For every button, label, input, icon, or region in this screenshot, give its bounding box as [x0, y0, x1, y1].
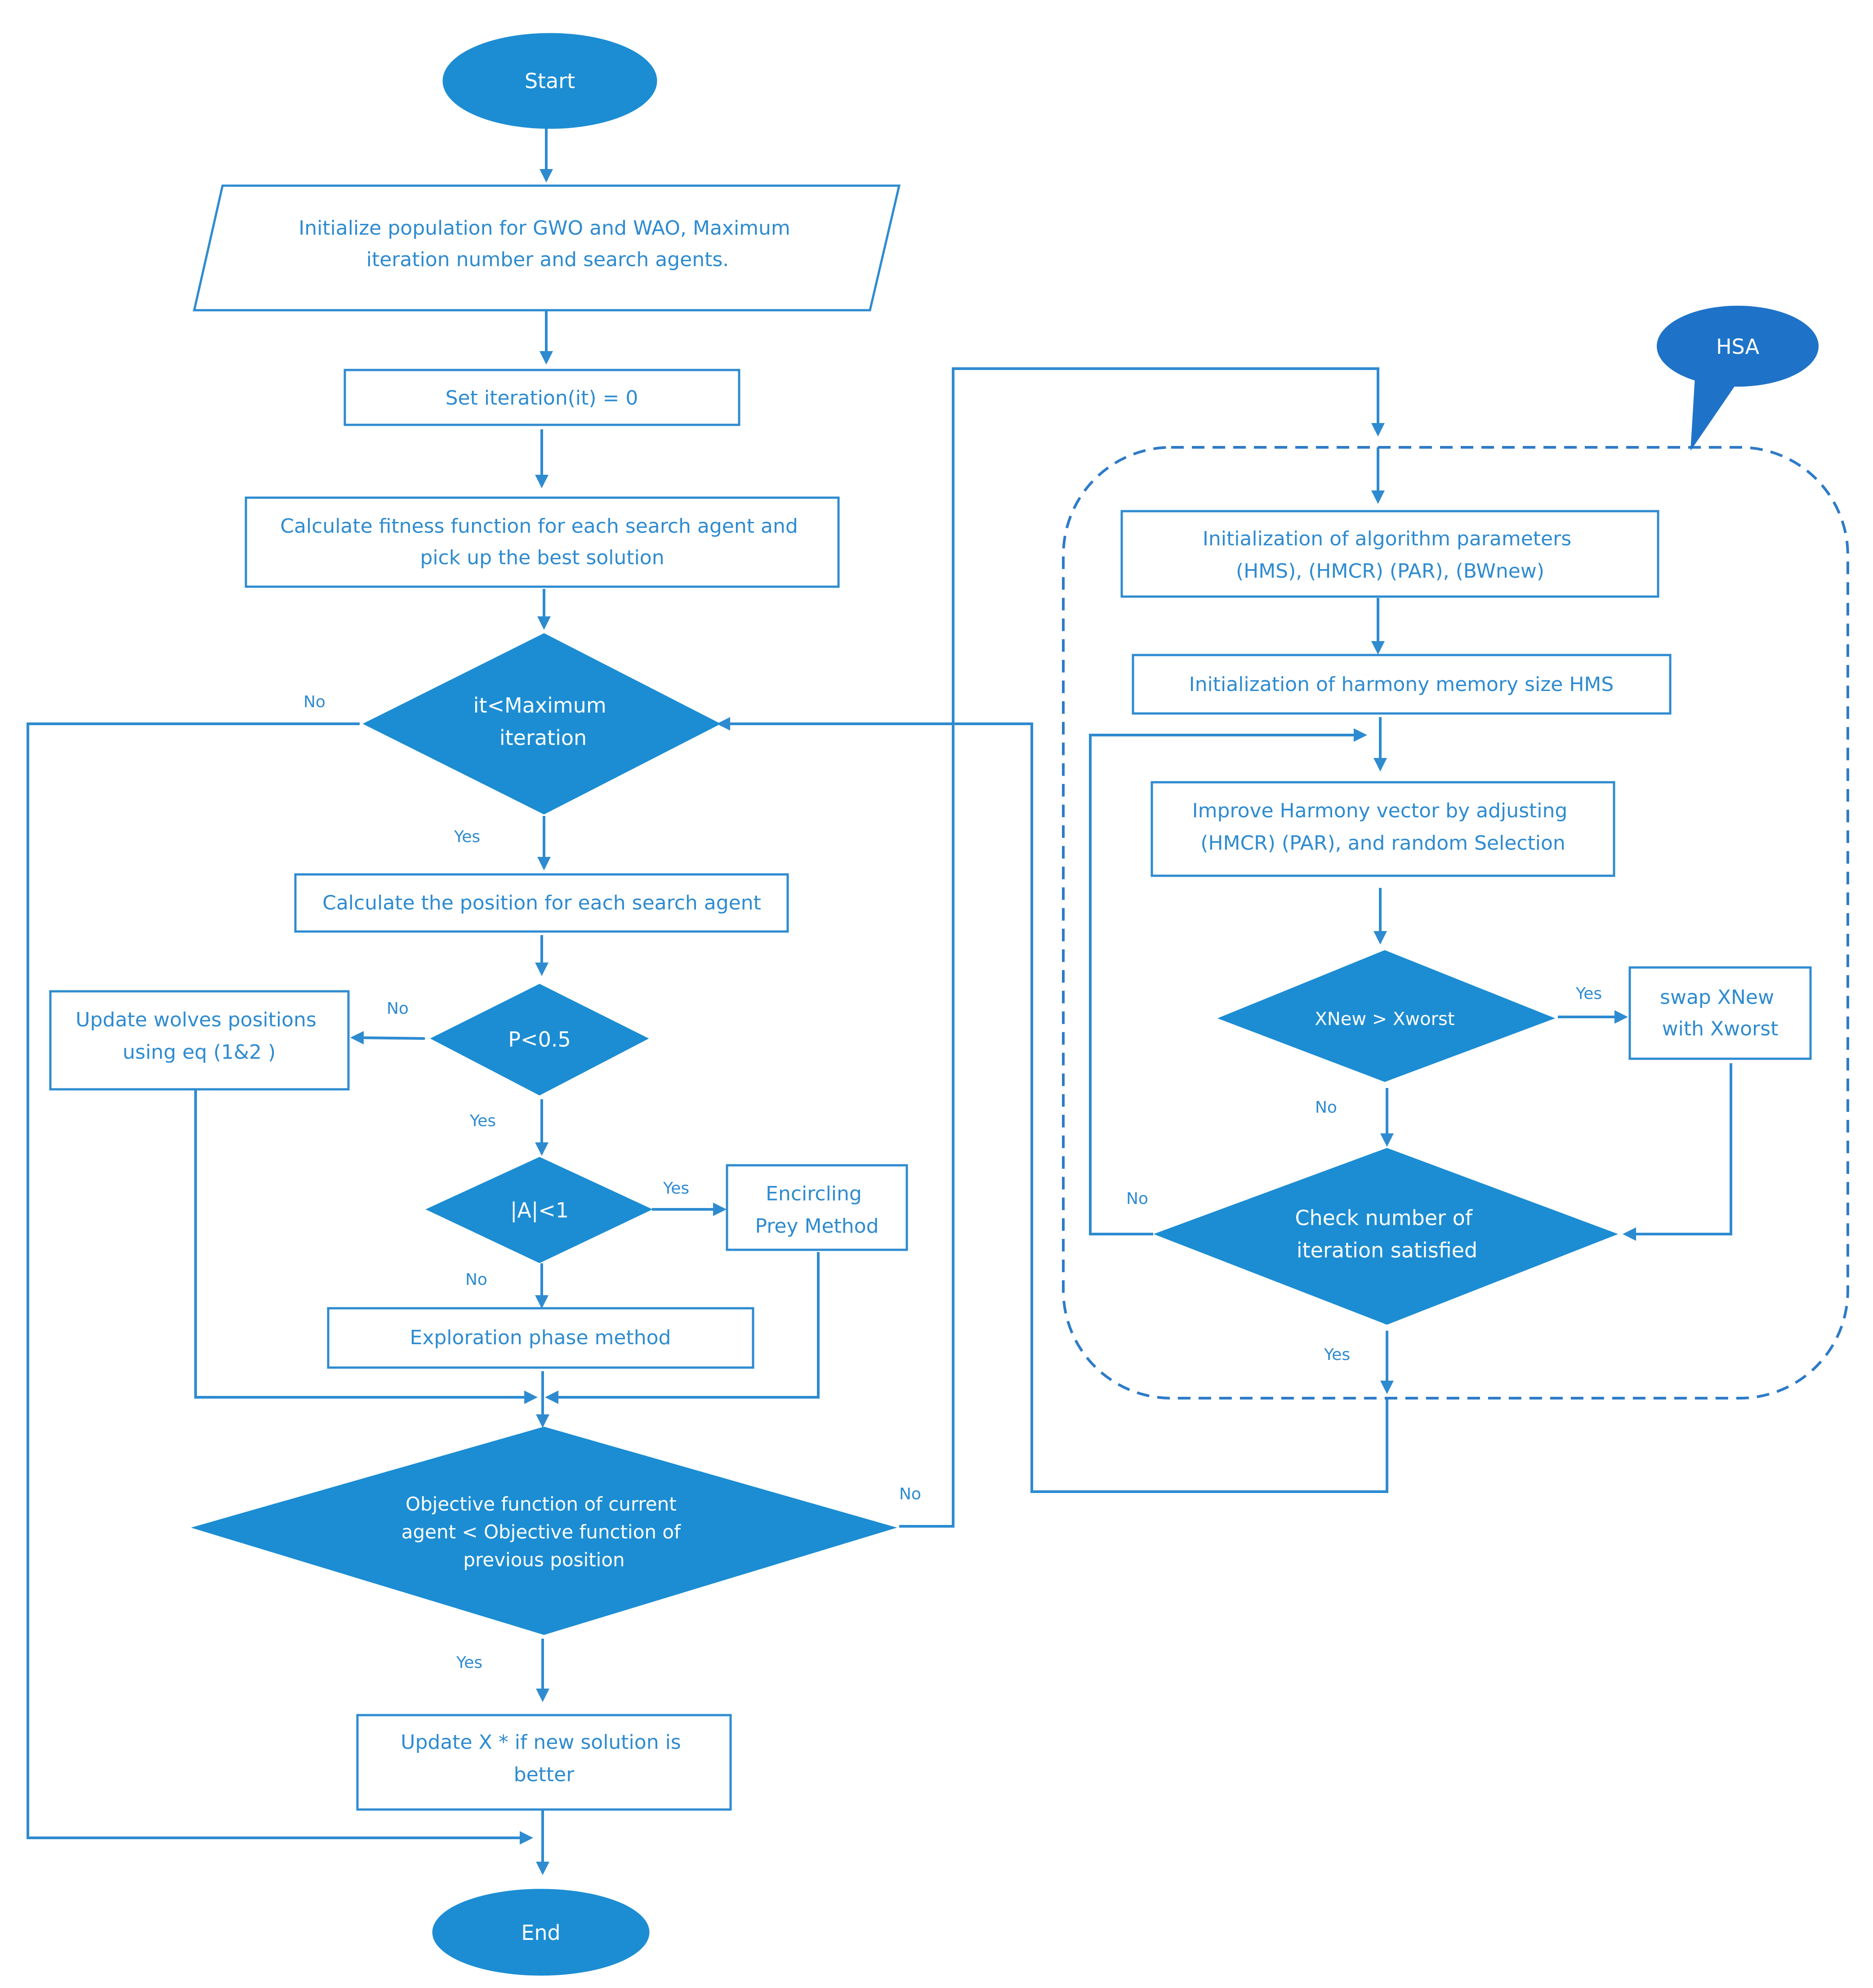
edge-label-a-yes: Yes — [663, 1179, 689, 1198]
node-labels: Start Initialize population for GWO and … — [76, 69, 1780, 1945]
hsa-improve-box — [1151, 781, 1615, 877]
hsa-check-decision — [1153, 1148, 1619, 1325]
set-iteration-box — [343, 369, 740, 426]
edge-label-it-no: No — [303, 693, 326, 711]
shapes — [49, 33, 1812, 1976]
hsa-region — [1062, 446, 1849, 1400]
edge-label-cmp-yes: Yes — [1575, 985, 1602, 1003]
hsa-compare-decision — [1217, 950, 1556, 1082]
init-parallelogram — [192, 184, 901, 312]
edge-labels: No Yes No Yes Yes No No Yes Yes No No Ye… — [303, 693, 1602, 1672]
edge-p-no-wolves — [350, 1031, 425, 1045]
label-hsa-compare: XNew > Xworst — [1315, 1009, 1454, 1030]
edge-label-chk-yes: Yes — [1324, 1346, 1350, 1364]
label-objective: Objective function of current agent < Ob… — [401, 1493, 687, 1571]
fitness-box — [245, 496, 840, 588]
label-position: Calculate the position for each search a… — [322, 891, 761, 914]
edge-wolves-merge — [194, 1083, 538, 1404]
edges — [27, 128, 1732, 1875]
edge-label-a-no: No — [465, 1270, 487, 1289]
end-terminal — [432, 1889, 650, 1976]
label-update-wolves: Update wolves positions using eq (1&2 ) — [76, 1008, 323, 1064]
exploration-box — [327, 1307, 754, 1369]
start-terminal — [442, 33, 657, 129]
label-p-check: P<0.5 — [508, 1027, 571, 1052]
label-hsa-params: Initialization of algorithm parameters (… — [1203, 527, 1578, 583]
label-a-check: |A|<1 — [510, 1198, 569, 1223]
objective-decision — [191, 1426, 897, 1635]
encircling-box — [726, 1164, 908, 1251]
p-decision — [430, 984, 649, 1096]
edge-encircling-merge — [545, 1252, 820, 1404]
label-it-max: it<Maximum iteration — [473, 693, 613, 750]
hsa-memory-box — [1132, 654, 1672, 715]
callout-tail — [1690, 377, 1739, 451]
label-hsa-check: Check number of iteration satisfied — [1295, 1206, 1479, 1262]
edge-hsa-return-itmax — [717, 717, 1388, 1493]
edge-label-chk-no: No — [1126, 1190, 1148, 1208]
label-start: Start — [525, 69, 575, 93]
position-box — [294, 873, 789, 933]
hsa-callout — [1657, 306, 1819, 451]
callout-bubble — [1657, 306, 1819, 387]
a-decision — [425, 1157, 653, 1263]
edge-label-cmp-no: No — [1315, 1098, 1337, 1117]
edge-label-obj-no: No — [899, 1485, 921, 1503]
update-x-box — [356, 1714, 732, 1811]
edge-swap-check — [1623, 1063, 1732, 1241]
label-hsa-memory: Initialization of harmony memory size HM… — [1189, 673, 1614, 696]
edge-label-it-yes: Yes — [454, 828, 480, 846]
it-max-decision — [362, 633, 721, 815]
label-update-x: Update X * if new solution is better — [401, 1731, 687, 1786]
label-end: End — [521, 1921, 560, 1945]
edge-itmax-no-end — [27, 722, 533, 1845]
label-hsa: HSA — [1716, 334, 1760, 359]
edge-label-obj-yes: Yes — [456, 1654, 482, 1672]
edge-label-p-yes: Yes — [469, 1112, 496, 1130]
update-wolves-box — [49, 990, 350, 1091]
label-exploration: Exploration phase method — [410, 1326, 671, 1349]
hsa-swap-box — [1628, 966, 1812, 1060]
hsa-params-box — [1120, 510, 1659, 598]
label-hsa-swap: swap XNew with Xworst — [1660, 986, 1780, 1040]
label-init: Initialize population for GWO and WAO, M… — [299, 217, 797, 271]
label-fitness: Calculate fitness function for each sear… — [280, 515, 804, 569]
label-hsa-improve: Improve Harmony vector by adjusting (HMC… — [1192, 799, 1574, 855]
edge-check-no-loop — [1089, 728, 1367, 1235]
edge-obj-no-hsa — [899, 367, 1385, 1528]
label-encircling: Encircling Prey Method — [755, 1182, 879, 1238]
edge-label-p-no: No — [387, 999, 409, 1018]
label-set-iteration: Set iteration(it) = 0 — [446, 387, 638, 410]
